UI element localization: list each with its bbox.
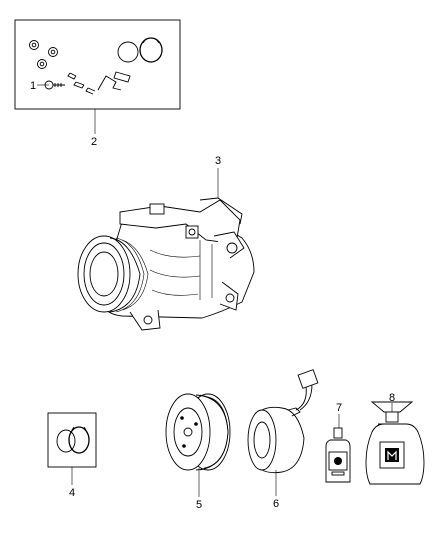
callout-8: 8 — [389, 392, 395, 404]
callout-2: 2 — [91, 136, 97, 148]
clutch-pulley-icon — [165, 393, 231, 471]
clutch-coil-icon — [247, 369, 319, 474]
callout-7: 7 — [336, 402, 342, 414]
callout-5: 5 — [196, 499, 202, 511]
ac-compressor-icon — [77, 168, 255, 331]
callout-3: 3 — [215, 155, 221, 167]
callout-1: 1 — [30, 80, 36, 92]
oil-bottle-icon — [325, 427, 351, 483]
callout-6: 6 — [273, 498, 279, 510]
hardware-kit-icon — [14, 19, 181, 110]
o-ring-kit-icon — [47, 412, 97, 468]
refrigerant-tank-icon — [365, 401, 425, 485]
callout-4: 4 — [69, 487, 75, 499]
